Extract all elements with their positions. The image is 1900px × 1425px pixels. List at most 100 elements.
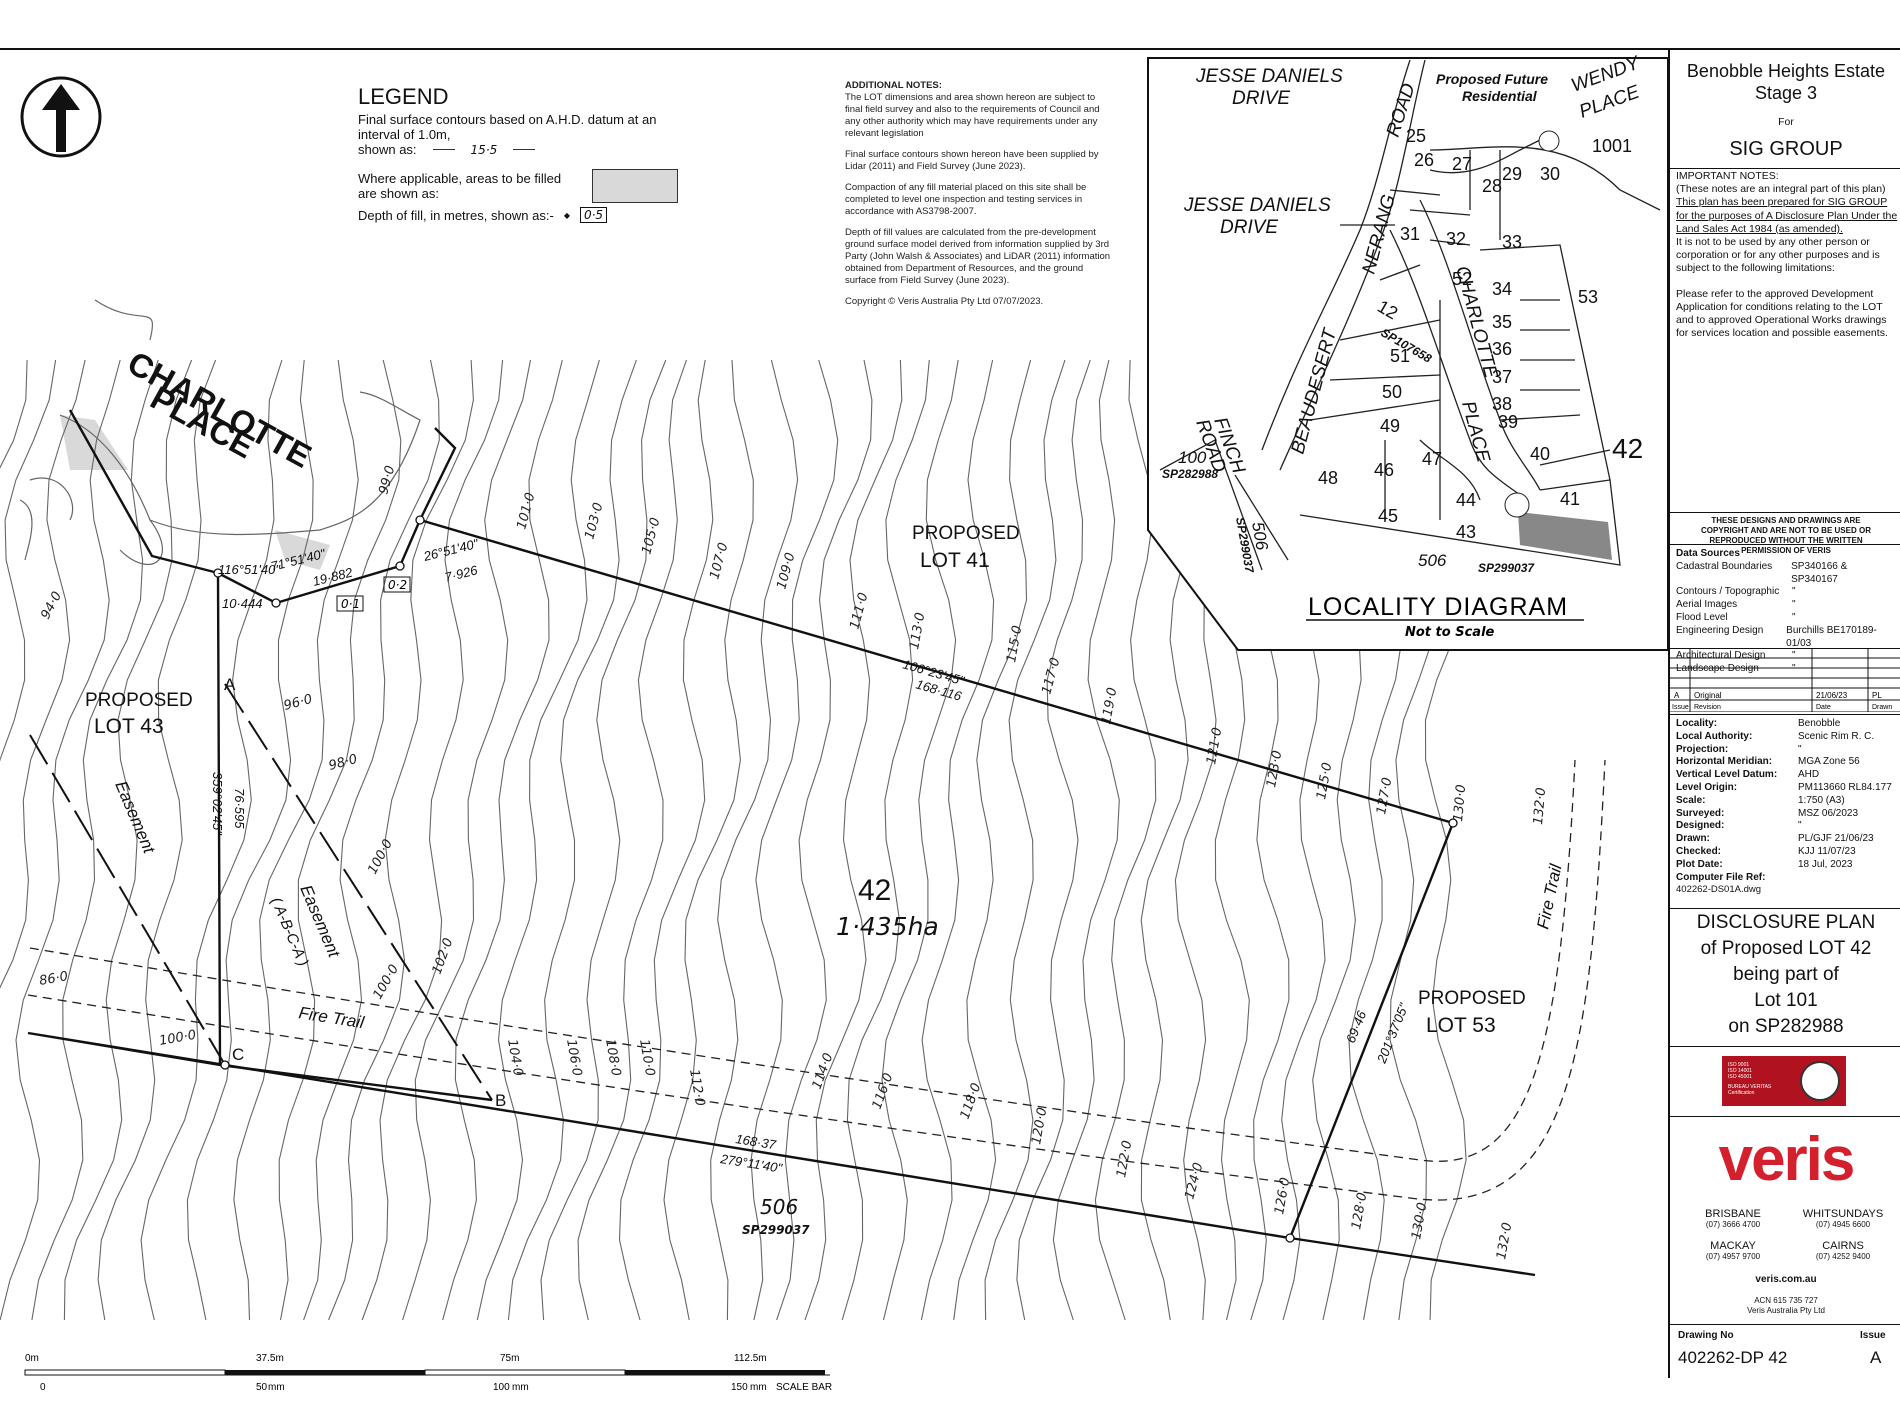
- charlotte-place-road: [19, 299, 421, 566]
- svg-text:10·444: 10·444: [222, 596, 262, 611]
- fill-depth-markers: 0·1 0·2: [336, 576, 411, 612]
- legend-depth-sample: 0·5: [579, 207, 608, 223]
- svg-text:0·1: 0·1: [341, 597, 360, 611]
- detail-row: Surveyed:MSZ 06/2023: [1676, 807, 1859, 819]
- filled-area: [60, 415, 128, 470]
- contour-line: [841, 359, 930, 1321]
- revision-table: A Original 21/06/23 PL Issue Revision Da…: [1670, 648, 1900, 712]
- contour-label: 116·0: [870, 1071, 897, 1111]
- contour-label: 107·0: [707, 541, 731, 581]
- svg-text:DRIVE: DRIVE: [1232, 88, 1290, 109]
- svg-text:Revision: Revision: [1694, 704, 1721, 711]
- bureau-veritas-certification-logo: ISO 9001 ISO 14001 ISO 45001 BUREAU VERI…: [1722, 1056, 1846, 1106]
- svg-text:168·37: 168·37: [735, 1131, 778, 1152]
- svg-text:mm: mm: [750, 1382, 767, 1393]
- legend-fill-text: Where applicable, areas to be filled are…: [358, 171, 562, 201]
- detail-row: Horizontal Meridian:MGA Zone 56: [1676, 756, 1860, 768]
- locality-lot-45: 45: [1378, 506, 1398, 526]
- svg-text:506: 506: [1418, 551, 1447, 570]
- locality-lot-46: 46: [1374, 460, 1394, 480]
- contour-line: [804, 359, 903, 1321]
- detail-row: Designed:": [1676, 820, 1802, 832]
- svg-text:JESSE DANIELS: JESSE DANIELS: [1195, 66, 1343, 87]
- locality-lot-33: 33: [1502, 232, 1522, 252]
- contour-line: [0, 359, 57, 762]
- contour-label: 120·0: [1029, 1106, 1050, 1145]
- contour-label: 119·0: [1099, 686, 1120, 725]
- legend-contour-sample: 15·5: [470, 142, 498, 157]
- drawing-number: 402262-DP 42: [1678, 1348, 1788, 1367]
- contour-label: 106·0: [563, 1038, 584, 1077]
- locality-lot-32: 32: [1446, 229, 1466, 249]
- svg-text:LOT 41: LOT 41: [920, 549, 990, 572]
- office-whitsundays: WHITSUNDAYS (07) 4945 6600: [1802, 1208, 1884, 1229]
- contour-label: 111·0: [847, 591, 871, 631]
- contour-label: 124·0: [1182, 1161, 1206, 1201]
- client-name: SIG GROUP: [1729, 138, 1843, 160]
- svg-text:A: A: [1674, 691, 1680, 700]
- contour-line: [402, 359, 532, 1321]
- svg-text:100: 100: [1178, 448, 1207, 467]
- locality-lot-39: 39: [1498, 412, 1518, 432]
- svg-text:PROPOSED: PROPOSED: [1418, 988, 1526, 1009]
- detail-row: Locality:Benobble: [1676, 718, 1841, 729]
- data-source-row: Flood Level": [1676, 611, 1796, 623]
- locality-lot-27: 27: [1452, 154, 1472, 174]
- locality-lot-28: 28: [1482, 176, 1502, 196]
- contour-line: [97, 359, 217, 1321]
- filled-area: [275, 530, 330, 570]
- contour-label: 100·0: [365, 837, 396, 877]
- svg-text:26°51'40": 26°51'40": [421, 536, 481, 565]
- contour-label: 132·0: [1531, 787, 1549, 825]
- locality-lot-34: 34: [1492, 279, 1512, 299]
- contour-label: 118·0: [958, 1081, 985, 1121]
- detail-row: Vertical Level Datum:AHD: [1676, 769, 1820, 781]
- contour-label: 101·0: [514, 491, 538, 531]
- svg-text:PROPOSED: PROPOSED: [912, 523, 1020, 544]
- contour-label: 98·0: [327, 752, 359, 774]
- locality-lot-48: 48: [1318, 468, 1338, 488]
- contour-line: [710, 359, 799, 1321]
- legend-contour-text: Final surface contours based on A.H.D. d…: [358, 112, 657, 142]
- notes-title: ADDITIONAL NOTES:: [845, 80, 942, 91]
- svg-text:PL: PL: [1872, 691, 1882, 700]
- legend-depth-text: Depth of fill, in metres, shown as:-: [358, 207, 554, 223]
- lot-labels: PROPOSED LOT 41 PROPOSED LOT 43 PROPOSED…: [85, 523, 1526, 1237]
- locality-lot-35: 35: [1492, 312, 1512, 332]
- svg-text:37.5m: 37.5m: [256, 1353, 284, 1364]
- svg-text:JESSE DANIELS: JESSE DANIELS: [1183, 195, 1331, 216]
- contour-label: 110·0: [636, 1038, 657, 1077]
- svg-text:A: A: [224, 675, 236, 694]
- locality-lot-47: 47: [1422, 449, 1442, 469]
- contour-label: 102·0: [430, 936, 457, 976]
- svg-text:50: 50: [256, 1382, 268, 1393]
- contour-line: [953, 359, 1032, 1321]
- svg-text:Fire Trail: Fire Trail: [1533, 861, 1566, 931]
- contour-line: [984, 359, 1066, 1321]
- contour-lines: [0, 359, 1467, 1321]
- contour-line: [361, 359, 504, 1321]
- svg-text:0·2: 0·2: [388, 578, 407, 592]
- locality-lot-31: 31: [1400, 224, 1420, 244]
- svg-text:SP299037: SP299037: [1478, 561, 1535, 575]
- svg-text:Easement: Easement: [111, 778, 159, 857]
- svg-text:21/06/23: 21/06/23: [1816, 691, 1848, 700]
- title-block: Benobble Heights Estate Stage 3 For SIG …: [1668, 48, 1900, 1378]
- svg-text:Residential: Residential: [1462, 88, 1538, 104]
- locality-lot-51: 51: [1390, 346, 1410, 366]
- office-cairns: CAIRNS (07) 4252 9400: [1815, 1240, 1871, 1261]
- detail-row: Checked:KJJ 11/07/23: [1676, 845, 1856, 857]
- svg-text:506: 506: [760, 1195, 798, 1219]
- contour-label: 100·0: [370, 962, 402, 1002]
- locality-lot-38: 38: [1492, 394, 1512, 414]
- data-source-row: Landscape Design": [1676, 663, 1796, 675]
- locality-lot-40: 40: [1530, 444, 1550, 464]
- contour-line: [328, 359, 474, 1321]
- locality-lot-50: 50: [1382, 382, 1402, 402]
- locality-lot-36: 36: [1492, 339, 1512, 359]
- easement-lines: [29, 683, 493, 1101]
- contour-label: 112·0: [686, 1068, 707, 1107]
- svg-text:LOT 53: LOT 53: [1426, 1014, 1496, 1037]
- svg-text:7·926: 7·926: [443, 562, 480, 585]
